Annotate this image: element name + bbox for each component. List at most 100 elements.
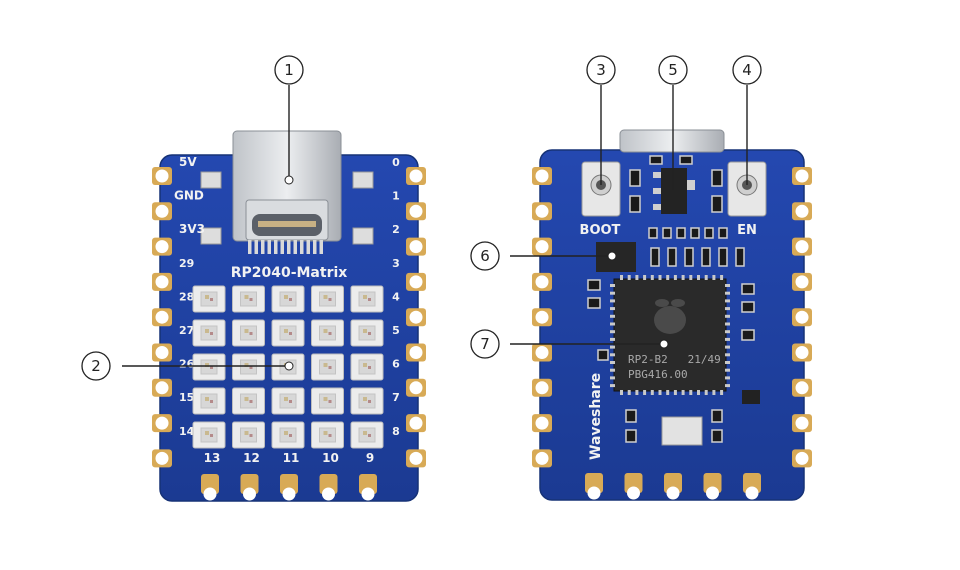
- smd-part: [718, 227, 728, 239]
- smd-part: [587, 279, 601, 291]
- smd-part: [741, 283, 755, 295]
- rgb-led: [192, 421, 226, 449]
- pin-label-bottom-11: 11: [283, 451, 300, 465]
- rgb-led: [192, 353, 226, 381]
- smd-part: [648, 227, 658, 239]
- pin-label-right-0: 0: [392, 156, 400, 169]
- voltage-regulator: [653, 168, 695, 214]
- callout-5: [658, 55, 688, 85]
- back-bottom-castellated-pads: [585, 473, 761, 500]
- callout-2: [81, 351, 111, 381]
- smd-part: [735, 247, 745, 267]
- castellated-pad: [585, 473, 603, 493]
- smd-part: [676, 227, 686, 239]
- callout-6-number: 6: [480, 247, 490, 265]
- pin-label-left-26: 26: [179, 358, 195, 371]
- back-board: BOOT EN RP2-B2 21/49 PBG416.00: [532, 129, 812, 501]
- pin-label-bottom-12: 12: [243, 451, 260, 465]
- rgb-led: [350, 353, 384, 381]
- pin-label-right-3: 3: [392, 257, 400, 270]
- callouts: 1 2 3 5 4 6 7: [81, 55, 762, 381]
- pin-label-left-15: 15: [179, 391, 194, 404]
- castellated-pad: [664, 473, 682, 493]
- smd-part: [718, 247, 728, 267]
- callout-7: [470, 329, 500, 359]
- rgb-led: [350, 387, 384, 415]
- back-left-castellated-pads: [532, 167, 552, 468]
- callout-2-number: 2: [91, 357, 101, 375]
- callout-1-number: 1: [284, 61, 294, 79]
- smd-part: [649, 155, 663, 165]
- castellated-pad: [703, 473, 722, 493]
- callout-6: [470, 241, 500, 271]
- callout-3: [586, 55, 616, 85]
- pin-label-right-7: 7: [392, 391, 400, 404]
- smd-part: [650, 247, 660, 267]
- smd-part: [704, 227, 714, 239]
- pin-label-left-GND: GND: [174, 189, 204, 203]
- smd-part: [629, 169, 641, 187]
- rgb-led: [271, 421, 305, 449]
- smd-part: [711, 169, 723, 187]
- pin-label-right-6: 6: [392, 358, 400, 371]
- rgb-led: [350, 421, 384, 449]
- rgb-led: [232, 319, 265, 347]
- rgb-led: [350, 319, 384, 347]
- raspberry-logo-icon: [654, 306, 686, 334]
- castellated-pad: [359, 474, 377, 494]
- boot-label: BOOT: [580, 223, 621, 238]
- rgb-led: [311, 387, 344, 415]
- pin-label-bottom-10: 10: [322, 451, 339, 465]
- rgb-led: [192, 387, 226, 415]
- rgb-led: [311, 353, 344, 381]
- rgb-led: [311, 319, 344, 347]
- callout-1: [274, 55, 304, 85]
- castellated-pad: [624, 473, 643, 493]
- right-castellated-pads: [406, 167, 426, 468]
- chip-marking-line2: PBG416.00: [628, 368, 688, 381]
- brand-text: Waveshare: [588, 373, 604, 460]
- board-title: RP2040-Matrix: [231, 265, 348, 281]
- smd-part: [711, 429, 723, 443]
- rgb-led: [192, 285, 226, 313]
- usb-c-pins: [248, 240, 323, 254]
- rp2040-chip: RP2-B2 21/49 PBG416.00: [610, 275, 730, 395]
- transistor: [742, 390, 760, 404]
- pin-label-left-5V: 5V: [179, 155, 197, 169]
- pin-label-left-27: 27: [179, 324, 194, 337]
- smd-part: [711, 195, 723, 213]
- left-castellated-pads: [152, 167, 172, 468]
- usb-c-connector-back: [619, 129, 725, 153]
- callout-4-number: 4: [742, 61, 752, 79]
- pin-label-left-3V3: 3V3: [179, 222, 205, 236]
- castellated-pad: [201, 474, 219, 494]
- pin-label-left-14: 14: [179, 425, 195, 438]
- pin-label-right-8: 8: [392, 425, 400, 438]
- pin-label-left-28: 28: [179, 290, 194, 303]
- usb-c-connector: [200, 130, 374, 245]
- castellated-pad: [319, 474, 338, 494]
- smd-part: [679, 155, 693, 165]
- smd-part: [711, 409, 723, 423]
- front-board: RP2040-Matrix 5V GND 3V3 29 28 27 26 15 14 0 12 3 4…: [152, 130, 426, 502]
- rgb-led: [232, 353, 265, 381]
- rgb-led: [311, 421, 344, 449]
- pin-label-right-4: 4: [392, 290, 400, 303]
- smd-part: [587, 297, 601, 309]
- rgb-led: [271, 285, 305, 313]
- pin-label-left-29: 29: [179, 257, 194, 270]
- smd-part: [701, 247, 711, 267]
- smd-part: [625, 429, 637, 443]
- smd-part: [662, 227, 672, 239]
- smd-part: [597, 349, 609, 361]
- callout-5-number: 5: [668, 61, 678, 79]
- castellated-pad: [743, 473, 761, 493]
- pin-label-bottom-13: 13: [204, 451, 221, 465]
- rgb-led: [271, 387, 305, 415]
- smd-part: [690, 227, 700, 239]
- en-label: EN: [737, 223, 757, 238]
- rgb-led: [232, 421, 265, 449]
